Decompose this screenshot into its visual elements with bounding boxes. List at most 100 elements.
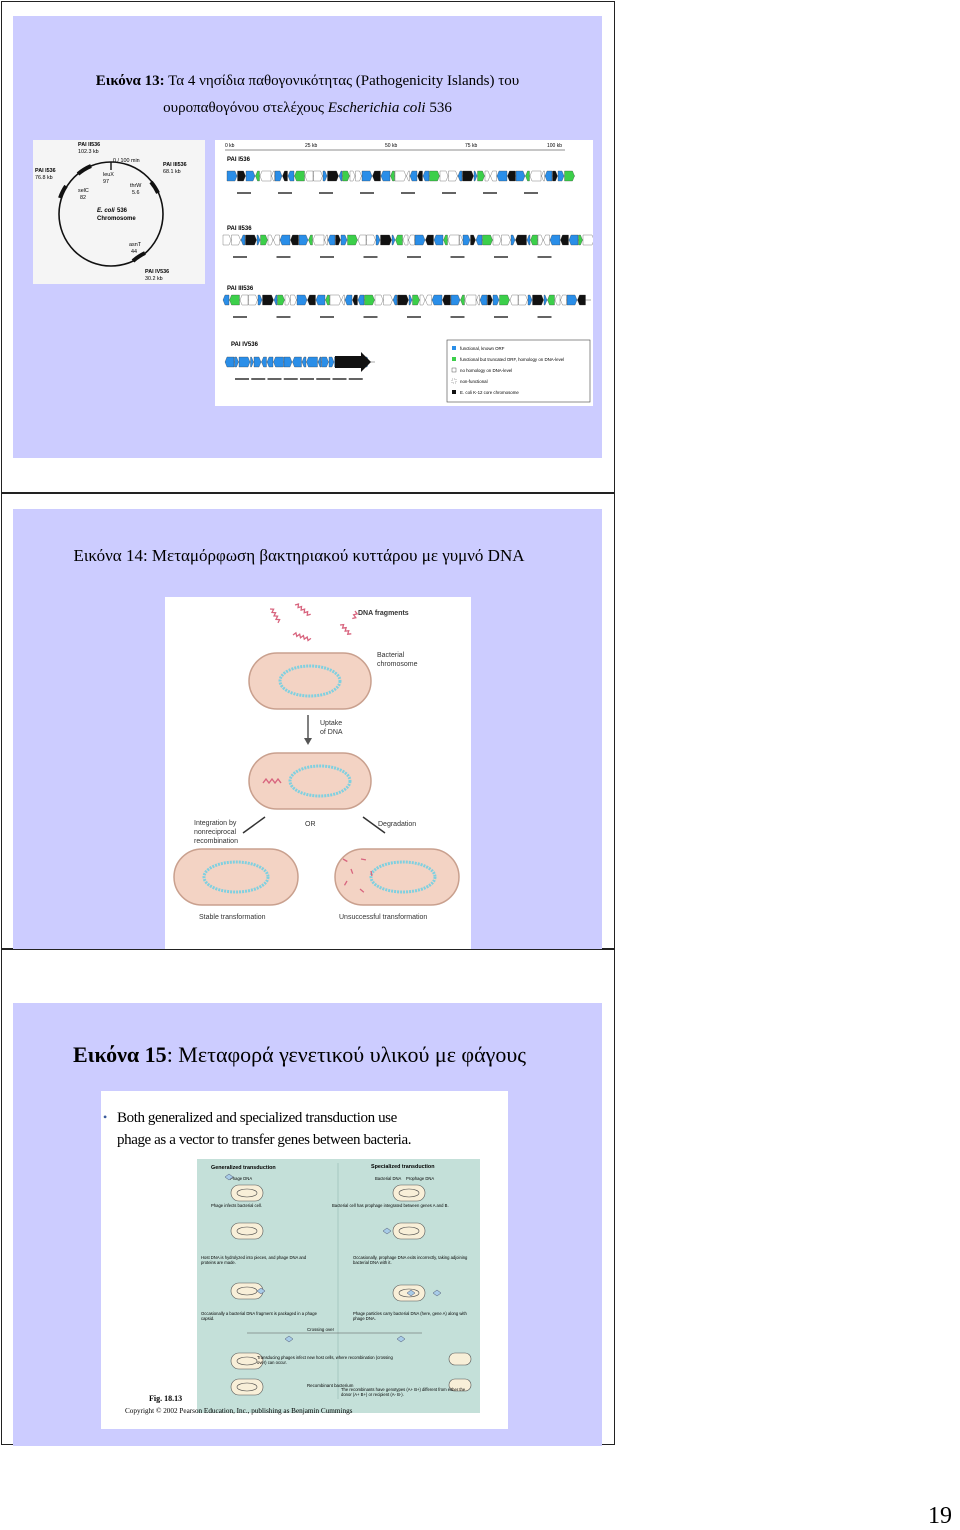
orf-arrow [229,294,240,306]
orf-arrow [515,170,526,182]
orf-arrow [338,170,343,182]
text-particles-carry: Phage particles carry bacterial DNA (her… [353,1311,467,1321]
orf-arrow [501,234,511,246]
orf-arrow [568,234,579,246]
bullet-dot: • [103,1110,107,1124]
degraded-fragments [342,858,373,893]
orf-arrow [372,170,381,182]
legend-swatch-black [452,390,456,394]
orf-arrow [515,234,527,246]
orf-arrow [260,234,268,246]
legend-item-3: no homology on DNA-level [460,368,512,373]
chr-label-pai-iii: PAI III536 [163,162,187,168]
orf-arrow [425,294,432,306]
orf-arrow [409,170,418,182]
orf-arrow [341,294,345,306]
orf-arrow [564,170,575,182]
slide-15: Εικόνα 15: Μεταφορά γενετικού υλικού με … [13,1003,602,1446]
label-or: OR [305,821,316,828]
island-label-iii: PAI III536 [227,286,254,292]
orf-arrow [425,234,434,246]
orf-arrow [462,234,471,246]
orf-arrow [374,294,384,306]
label-bacterial: Bacterial [377,652,405,659]
chr-name-strain: 536 [117,208,128,214]
orf-arrow [234,356,239,368]
orf-arrow [245,170,256,182]
chr-name-species: E. coli [97,208,115,214]
scale-label-0: 0 kb [225,143,235,149]
orf-arrow [509,294,519,306]
chr-label-leux-pos: 97 [103,179,109,185]
phage-particle [432,1289,442,1297]
dna-fragments-top [269,603,359,642]
orf-arrow [340,234,348,246]
label-degradation: Degradation [378,821,416,828]
orf-arrow [237,170,246,182]
island-label-iv: PAI IV536 [231,342,259,348]
cell-dna [236,1226,258,1236]
orf-arrow [532,294,544,306]
dna-fragment [269,608,281,624]
orf-arrow [492,294,500,306]
orf-arrow [315,294,326,306]
legend-swatch-dashed [451,378,457,384]
orf-arrow [226,170,238,182]
bacterial-cell [230,1378,264,1396]
orf-arrow [552,170,558,182]
text-phage-infects: Phage infects bacterial cell. [211,1203,262,1208]
orf-arrow [240,234,246,246]
dna-fragment [352,610,359,620]
orf-arrow [390,170,395,182]
orf-arrow [262,294,274,306]
orf-arrow [324,234,328,246]
orf-arrow [526,234,531,246]
orf-arrow [253,356,262,368]
transduction-figure: Generalized transduction Specialized tra… [197,1159,480,1413]
recipient-cell [448,1352,472,1366]
orf-arrow [352,294,358,306]
label-integration-2: nonreciprocal [194,829,236,836]
orf-arrow [419,294,426,306]
slide-15-title: Εικόνα 15: Μεταφορά γενετικού υλικού με … [0,1042,602,1068]
scale-label-50: 50 kb [385,143,397,149]
scale-label-75: 75 kb [465,143,477,149]
chr-label-pai-i-size: 76.8 kb [35,175,53,181]
label-stable: Stable transformation [199,914,266,921]
chr-label-pai-i: PAI I536 [35,168,56,174]
orf-arrow [344,294,353,306]
orf-arrow [304,170,314,182]
degraded-piece [350,868,354,874]
header-generalized: Generalized transduction [211,1165,276,1171]
orf-arrow [496,170,508,182]
slide-15-title-rest: : Μεταφορά γενετικού υλικού με φάγους [166,1042,526,1067]
orf-arrow [273,234,280,246]
orf-arrow [518,294,528,306]
orf-arrow [290,294,297,306]
orf-arrow [476,294,480,306]
chr-label-asnt: asnT [129,242,142,248]
bacterial-cell [230,1222,264,1240]
orf-arrow [266,356,274,368]
dna-fragment [292,631,312,642]
cell-1 [248,652,372,710]
orf-arrow [298,234,309,246]
text-occasionally-fragment: Occasionally a bacterial DNA fragment is… [201,1311,317,1321]
arrow-integration [242,816,266,834]
island-label-i: PAI I536 [227,157,251,163]
cell-dna [236,1382,258,1392]
chr-label-pai-ii: PAI II536 [78,142,100,148]
island-label-ii: PAI II536 [227,226,252,232]
label-unsuccessful: Unsuccessful transformation [339,914,427,921]
orf-arrow [355,170,362,182]
orf-arrow [364,294,375,306]
slide-13-title-text: Τα 4 νησίδια παθογονικότητας (Pathogenic… [164,73,520,89]
orf-arrow [507,170,516,182]
legend-item-4: non-functional [460,379,488,384]
orf-arrow [357,294,365,306]
orf-arrow [566,294,578,306]
orf-arrow [222,294,230,306]
fo-transducing: Transducing phages infect new host cells… [257,1355,393,1365]
cell-dna [398,1288,420,1298]
bacterial-cell [392,1184,426,1202]
